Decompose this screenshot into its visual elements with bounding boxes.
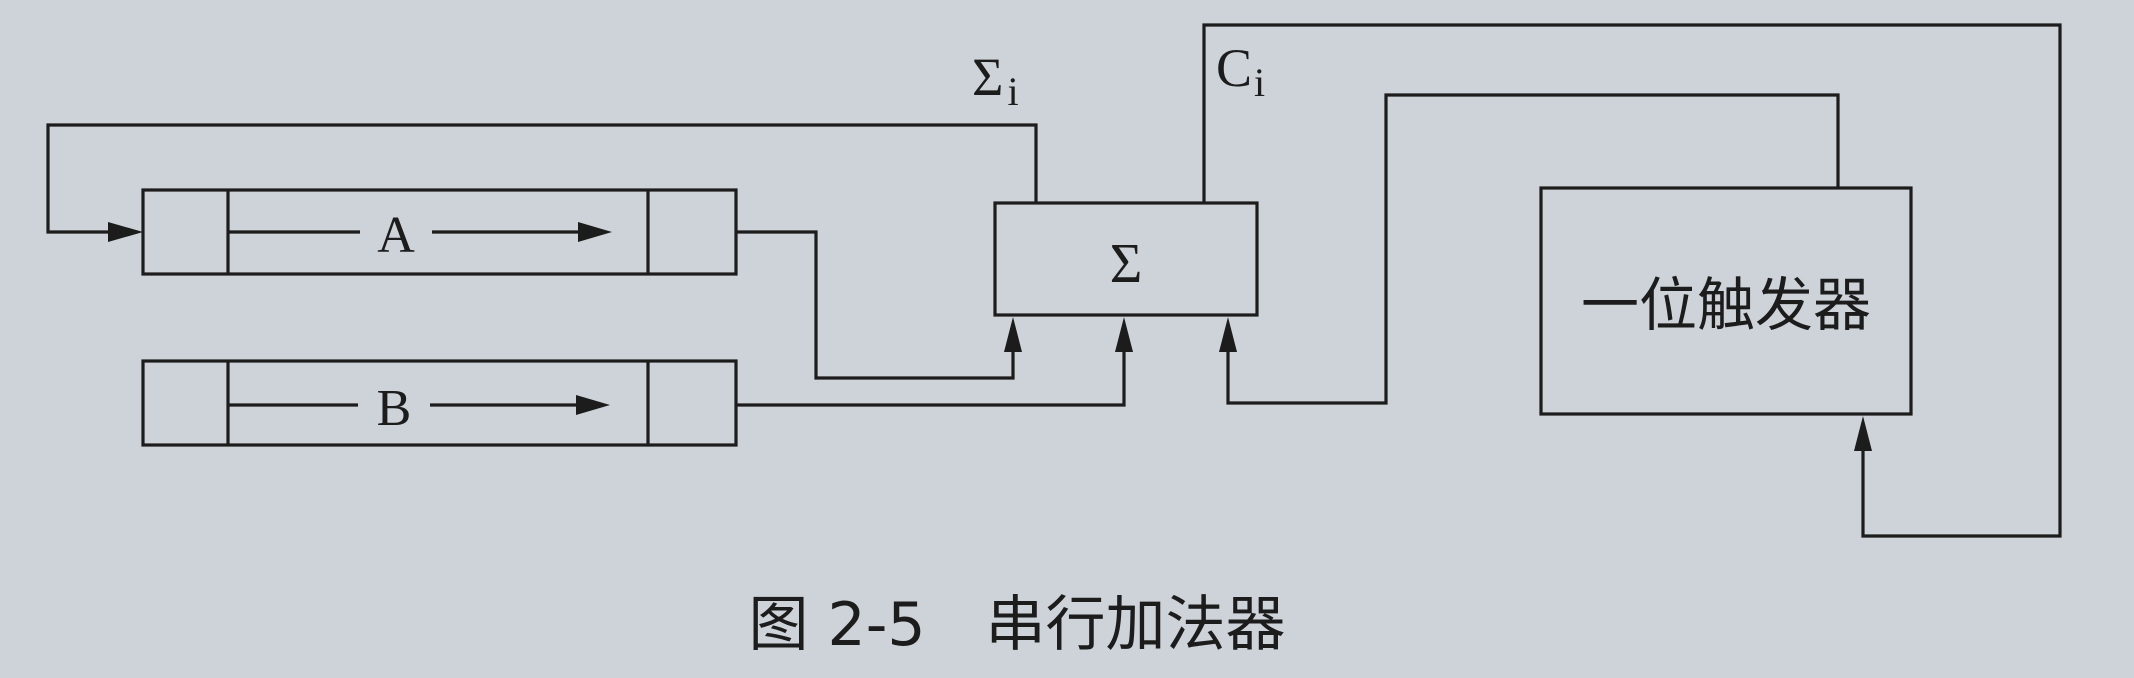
sum-feedback-wire bbox=[46, 123, 1038, 234]
adder-symbol: Σ bbox=[1110, 233, 1143, 295]
register-a-shift-arrow bbox=[578, 222, 612, 242]
flip-flop-body bbox=[1539, 186, 1913, 416]
register-b-to-adder-wire bbox=[736, 345, 1126, 407]
register-a-to-adder-wire bbox=[736, 230, 1015, 380]
adder-body bbox=[993, 201, 1259, 317]
carry-output-label-sub: i bbox=[1254, 60, 1265, 105]
register-b-label: B bbox=[377, 380, 412, 437]
adder-input-a-arrow bbox=[1004, 317, 1022, 352]
flip-flop-label: 一位触发器 bbox=[1581, 271, 1871, 339]
register-a: A bbox=[141, 188, 738, 276]
flip-flop: 一位触发器 bbox=[1539, 186, 1913, 416]
register-a-input-arrow bbox=[108, 222, 143, 242]
adder-input-b-arrow bbox=[1115, 317, 1133, 352]
register-b-shift-arrow bbox=[576, 395, 610, 415]
carry-out-wire bbox=[1202, 23, 2062, 538]
register-b-body bbox=[141, 359, 738, 447]
carry-output-label-base: C bbox=[1216, 38, 1252, 98]
flip-flop-input-arrow bbox=[1854, 416, 1872, 451]
adder-carry-in-arrow bbox=[1219, 317, 1237, 352]
carry-output-label: Ci bbox=[1216, 38, 1265, 105]
adder: Σ bbox=[993, 201, 1259, 317]
register-b: B bbox=[141, 359, 738, 447]
carry-in-wire bbox=[1226, 93, 1840, 405]
sum-output-label-sub: i bbox=[1007, 69, 1018, 114]
figure-caption: 图 2-5 串行加法器 bbox=[748, 590, 1285, 660]
sum-output-label-base: Σ bbox=[972, 47, 1003, 107]
register-a-label: A bbox=[377, 207, 415, 264]
